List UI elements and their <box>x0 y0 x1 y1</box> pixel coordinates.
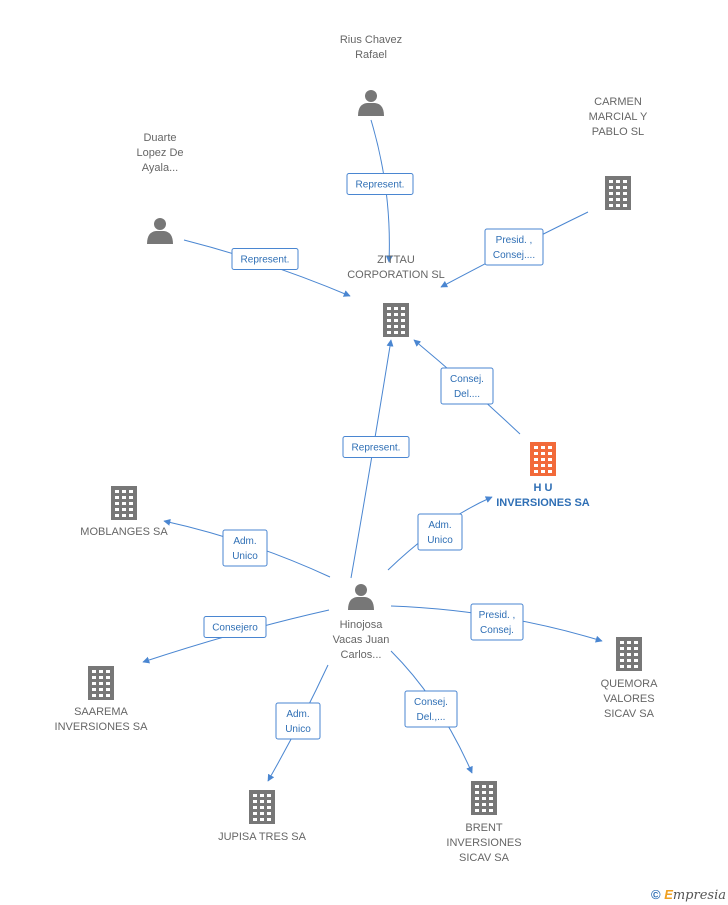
edge-label-box[interactable] <box>275 702 321 740</box>
building-icon[interactable] <box>471 781 497 815</box>
building-icon[interactable] <box>88 666 114 700</box>
edge-label-text: Presid. , <box>496 235 533 246</box>
node-label: JUPISA TRES SA <box>218 831 306 843</box>
node-label: MOBLANGES SA <box>80 526 168 538</box>
edge-label-box[interactable] <box>222 529 268 567</box>
node-label: CORPORATION SL <box>347 269 445 281</box>
node-label: BRENT <box>465 822 503 834</box>
node-label: SICAV SA <box>604 708 655 720</box>
node-label: Carlos... <box>341 649 382 661</box>
edge-label-text: Unico <box>232 551 258 562</box>
footer-brand: © Empresia <box>651 887 726 903</box>
node-label: Hinojosa <box>340 619 384 631</box>
edge-label-box[interactable] <box>417 513 463 551</box>
copyright-symbol: © <box>650 887 661 902</box>
building-icon[interactable] <box>605 176 631 210</box>
person-icon[interactable] <box>358 90 384 116</box>
node-carmen[interactable]: CARMEN MARCIAL Y PABLO SL <box>589 96 648 210</box>
node-hu[interactable]: H U INVERSIONES SA <box>496 442 590 509</box>
node-label: Rius Chavez <box>340 34 402 46</box>
edge-label-text: Consejero <box>212 623 258 634</box>
node-brent[interactable]: BRENT INVERSIONES SICAV SA <box>446 781 522 864</box>
node-label: SAAREMA <box>74 706 128 718</box>
edge-label-text: Represent. <box>241 255 290 266</box>
edge-rius-zittau: Represent. <box>346 119 414 263</box>
edge-label-box[interactable] <box>404 690 458 728</box>
edge-label-text: Unico <box>285 724 311 735</box>
edge-label-text: Adm. <box>233 536 256 547</box>
building-icon[interactable] <box>249 790 275 824</box>
brand-initial: E <box>664 887 673 902</box>
node-label: PABLO SL <box>592 126 644 138</box>
person-icon[interactable] <box>147 218 173 244</box>
edge-hinojosa-brent: Consej. Del.,... <box>390 650 473 774</box>
edge-label-box[interactable] <box>203 616 267 638</box>
node-moblanges[interactable]: MOBLANGES SA <box>80 486 168 538</box>
node-label: CARMEN <box>594 96 642 108</box>
edge-hinojosa-quemora: Presid. , Consej. <box>390 603 603 643</box>
building-icon[interactable] <box>530 442 556 476</box>
edge-hinojosa-hu: Adm. Unico <box>387 496 493 571</box>
edge-label-text: Consej. <box>480 625 514 636</box>
node-label: Rafael <box>355 49 387 61</box>
node-label: SICAV SA <box>459 852 510 864</box>
node-quemora[interactable]: QUEMORA VALORES SICAV SA <box>601 637 659 720</box>
node-label: Duarte <box>143 132 176 144</box>
brand-name: mpresia <box>672 888 726 903</box>
node-zittau[interactable]: ZITTAU CORPORATION SL <box>347 254 445 337</box>
edge-duarte-zittau: Represent. <box>183 239 351 297</box>
person-icon[interactable] <box>348 584 374 610</box>
edge-label-text: Consej. <box>450 374 484 385</box>
edge-hinojosa-zittau: Represent. <box>342 339 410 579</box>
node-label: Lopez De <box>136 147 183 159</box>
edge-label-box[interactable] <box>440 367 494 405</box>
edge-label-text: Adm. <box>428 520 451 531</box>
edge-label-text: Unico <box>427 535 453 546</box>
edge-label-text: Represent. <box>356 180 405 191</box>
node-label: INVERSIONES SA <box>55 721 149 733</box>
building-icon[interactable] <box>383 303 409 337</box>
node-saarema[interactable]: SAAREMA INVERSIONES SA <box>55 666 149 733</box>
edge-label-text: Consej.... <box>493 250 535 261</box>
edge-hinojosa-saarema: Consejero <box>142 609 330 664</box>
edge-label-box[interactable] <box>346 173 414 195</box>
edge-label-text: Adm. <box>286 709 309 720</box>
edge-hinojosa-jupisa: Adm. Unico <box>267 664 329 782</box>
edge-hinojosa-moblanges: Adm. Unico <box>163 518 331 578</box>
edge-label-box[interactable] <box>484 228 544 266</box>
node-label: VALORES <box>603 693 654 705</box>
edge-label-text: Del.,... <box>417 712 446 723</box>
building-icon[interactable] <box>111 486 137 520</box>
edge-label-box[interactable] <box>470 603 524 641</box>
node-label: MARCIAL Y <box>589 111 648 123</box>
node-label: H U <box>534 482 553 494</box>
building-icon[interactable] <box>616 637 642 671</box>
edge-label-text: Presid. , <box>479 610 516 621</box>
node-label: Vacas Juan <box>333 634 390 646</box>
edge-hu-zittau: Consej. Del.... <box>413 339 521 435</box>
node-label: ZITTAU <box>377 254 415 266</box>
edge-label-box[interactable] <box>342 436 410 458</box>
edge-label-box[interactable] <box>231 248 299 270</box>
node-label: QUEMORA <box>601 678 659 690</box>
edge-carmen-zittau: Presid. , Consej.... <box>440 211 589 288</box>
node-jupisa[interactable]: JUPISA TRES SA <box>218 790 307 843</box>
node-label: INVERSIONES <box>446 837 521 849</box>
edge-label-text: Consej. <box>414 697 448 708</box>
edge-label-text: Represent. <box>352 443 401 454</box>
edge-line <box>350 339 394 579</box>
node-label: INVERSIONES SA <box>496 497 590 509</box>
edge-label-text: Del.... <box>454 389 480 400</box>
node-label: Ayala... <box>142 162 179 174</box>
